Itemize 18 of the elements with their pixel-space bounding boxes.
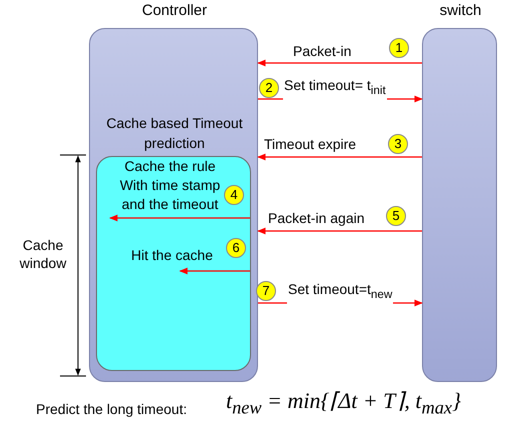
step-number: 3: [388, 134, 408, 154]
step-number: 7: [256, 281, 276, 301]
box-text: Cache based Timeout prediction: [105, 114, 244, 153]
step-number: 2: [259, 78, 279, 98]
heading: switch: [438, 1, 482, 21]
box-text: Hit the cache: [130, 246, 214, 265]
heading: Controller: [140, 1, 208, 21]
cache-box: [96, 156, 251, 371]
arrow: [257, 228, 422, 234]
arrow: [257, 154, 422, 160]
arrow: [179, 268, 250, 274]
step-number: 1: [389, 38, 409, 58]
step-number: 5: [386, 206, 406, 226]
formula: t$_{new}$ = min{⌈Δt + T⌉, t$_{max}$}: [226, 387, 461, 420]
arrow: [109, 214, 250, 222]
arrow: [257, 60, 422, 66]
box-text: Cache the rule With time stamp and the timeout: [118, 157, 222, 214]
caption-text: Predict the long timeout:: [36, 401, 187, 417]
